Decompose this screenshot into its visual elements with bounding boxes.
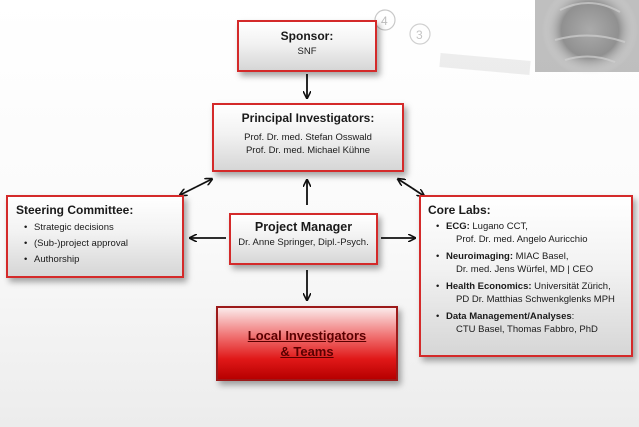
sponsor-name: SNF: [297, 46, 317, 57]
core-labs-list: ECG: Lugano CCT, Prof. Dr. med. Angelo A…: [428, 220, 627, 336]
core-lab-label: ECG:: [446, 221, 470, 232]
sponsor-box: Sponsor: SNF: [237, 20, 377, 72]
steering-committee-box: Steering Committee: Strategic decisions …: [6, 195, 184, 278]
steering-list: Strategic decisions (Sub-)project approv…: [16, 221, 176, 266]
core-lab-line1: Universität Zürich,: [534, 281, 611, 292]
steering-item: Authorship: [24, 253, 176, 266]
background-number: 4: [381, 14, 388, 28]
project-manager-box: Project Manager Dr. Anne Springer, Dipl.…: [229, 213, 378, 265]
core-lab-label: Data Management/Analyses: [446, 311, 572, 322]
core-labs-box: Core Labs: ECG: Lugano CCT, Prof. Dr. me…: [419, 195, 633, 357]
local-investigators-label: Local Investigators & Teams: [247, 327, 367, 359]
steering-item: Strategic decisions: [24, 221, 176, 234]
principal-investigators-box: Principal Investigators: Prof. Dr. med. …: [212, 103, 404, 172]
core-lab-line1: MIAC Basel,: [515, 251, 569, 262]
background-number-circle: [409, 23, 431, 45]
core-lab-item: Data Management/Analyses: CTU Basel, Tho…: [436, 310, 627, 336]
core-lab-item: Neuroimaging: MIAC Basel, Dr. med. Jens …: [436, 250, 627, 276]
pi-member: Prof. Dr. med. Stefan Osswald: [244, 132, 372, 143]
core-lab-line2: Dr. med. Jens Würfel, MD | CEO: [456, 264, 594, 275]
pi-title: Principal Investigators:: [241, 111, 375, 125]
steering-item: (Sub-)project approval: [24, 237, 176, 250]
core-lab-line2: Prof. Dr. med. Angelo Auricchio: [456, 234, 588, 245]
core-lab-item: ECG: Lugano CCT, Prof. Dr. med. Angelo A…: [436, 220, 627, 246]
core-lab-label: Neuroimaging:: [446, 251, 514, 262]
local-investigators-box: Local Investigators & Teams: [216, 306, 398, 381]
sponsor-title: Sponsor:: [280, 29, 334, 43]
pm-title: Project Manager: [254, 220, 353, 234]
core-lab-line2: PD Dr. Matthias Schwenkglenks MPH: [456, 294, 615, 305]
core-lab-item: Health Economics: Universität Zürich, PD…: [436, 280, 627, 306]
pi-member: Prof. Dr. med. Michael Kühne: [245, 145, 371, 156]
background-number: 3: [416, 28, 423, 42]
core-labs-title: Core Labs:: [428, 203, 491, 217]
core-lab-line1: :: [571, 311, 575, 322]
core-lab-line2: CTU Basel, Thomas Fabbro, PhD: [456, 324, 598, 335]
core-lab-label: Health Economics:: [446, 281, 532, 292]
steering-title: Steering Committee:: [16, 203, 134, 217]
pm-name: Dr. Anne Springer, Dipl.-Psych.: [238, 237, 369, 248]
core-lab-line1: Lugano CCT,: [472, 221, 528, 232]
